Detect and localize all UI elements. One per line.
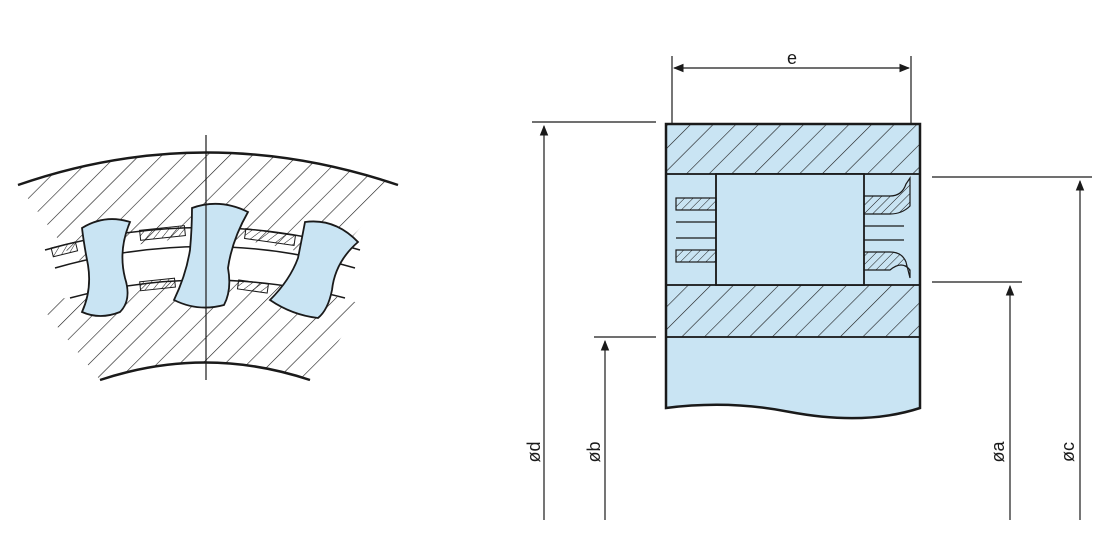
dimension-labels: e ød øb øa øc: [524, 48, 1078, 463]
bearing-cross-section: [664, 122, 922, 420]
label-a: øa: [988, 441, 1008, 463]
roller-center: [172, 202, 250, 309]
label-d: ød: [524, 441, 544, 462]
inner-ring-arc: [99, 361, 311, 382]
roller-left: [80, 218, 132, 317]
inner-ring-band: [665, 284, 921, 338]
dimension-lines: [532, 56, 1092, 520]
label-e: e: [787, 48, 797, 68]
outer-ring-band: [665, 123, 921, 175]
label-c: øc: [1058, 442, 1078, 462]
roller-right: [268, 220, 360, 319]
roller-rectangle: [715, 173, 865, 286]
bearing-segment-section: [17, 135, 399, 382]
label-b: øb: [584, 441, 604, 462]
